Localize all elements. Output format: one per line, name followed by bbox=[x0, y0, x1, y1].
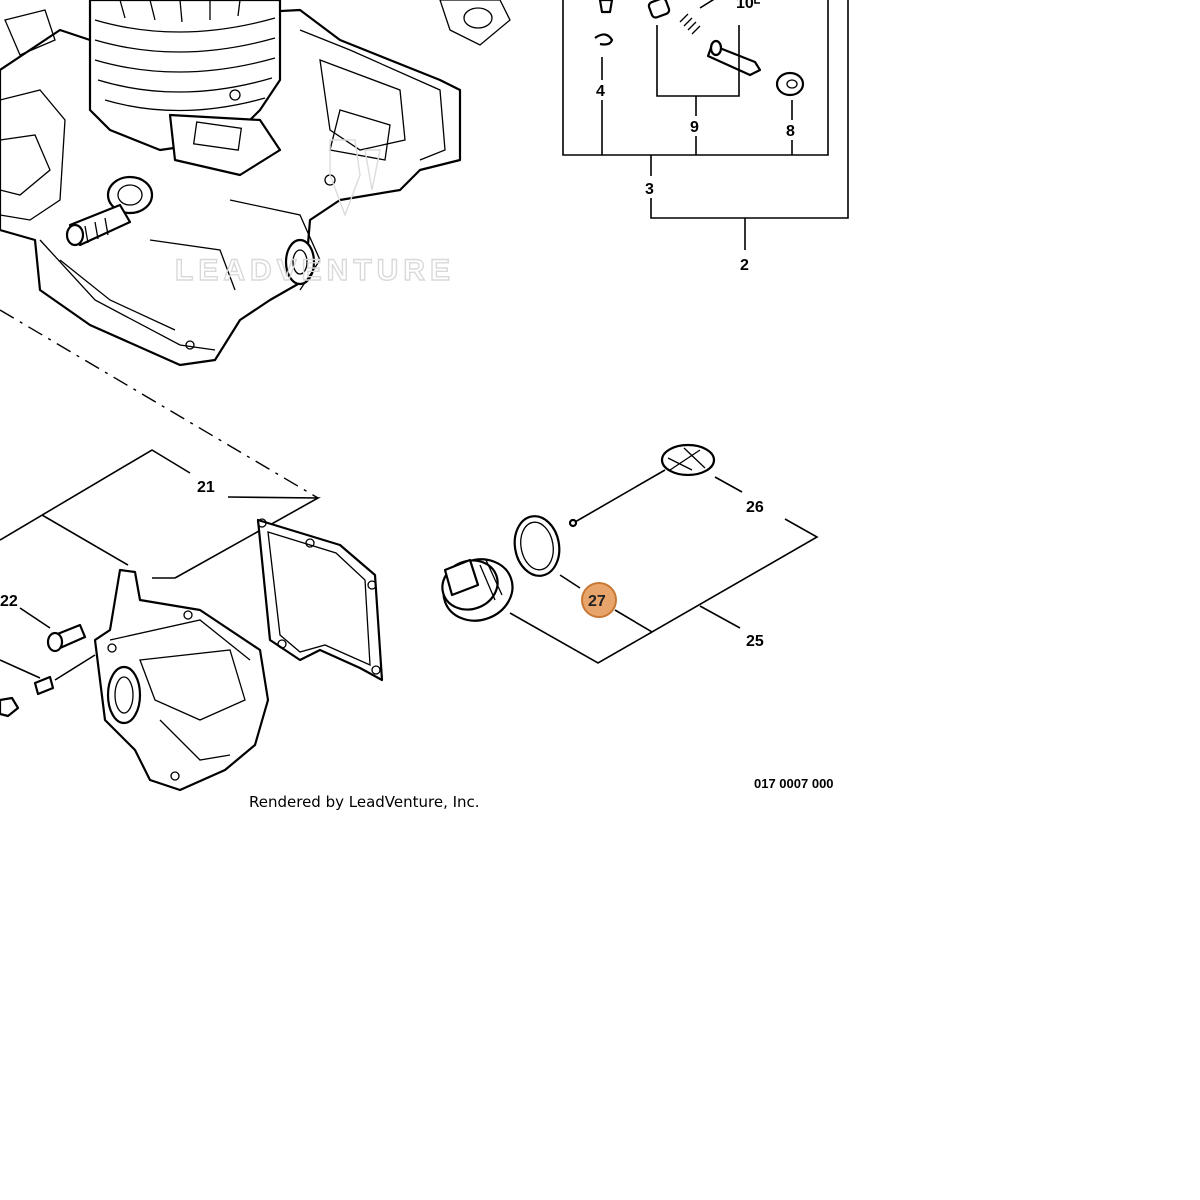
oil-pump-parts-group: 10 4 9 8 3 2 bbox=[562, 0, 849, 274]
diagram-code: 017 0007 000 bbox=[754, 776, 834, 791]
engine-crankcase-drawing bbox=[0, 0, 511, 367]
crankcase-cover-part bbox=[93, 568, 270, 792]
callout-4: 4 bbox=[596, 83, 605, 100]
callout-10: 10 bbox=[736, 0, 754, 12]
callout-25: 25 bbox=[746, 633, 764, 650]
callout-3: 3 bbox=[645, 181, 654, 198]
part-9-bushing-spring bbox=[647, 0, 701, 35]
strainer-part bbox=[568, 443, 716, 528]
callout-8: 8 bbox=[786, 123, 795, 140]
callout-22: 22 bbox=[0, 593, 18, 610]
oil-tank-cap-group: 26 25 27 bbox=[441, 443, 819, 664]
callout-21: 21 bbox=[197, 479, 215, 496]
watermark-logo: LEADVENTURE bbox=[174, 139, 455, 288]
part-4-clip bbox=[594, 0, 614, 46]
part-10-pin bbox=[706, 39, 762, 77]
small-screw-part bbox=[0, 696, 20, 718]
callout-27-highlight[interactable]: 27 bbox=[581, 582, 617, 618]
callout-9: 9 bbox=[690, 119, 699, 136]
part-22-screw: 22 bbox=[0, 593, 87, 653]
oil-cap-part bbox=[441, 558, 514, 622]
crankcase-cover-group: 21 22 bbox=[0, 449, 384, 792]
callout-26: 26 bbox=[746, 499, 764, 516]
assembly-centerline bbox=[0, 309, 319, 499]
part-8-nut bbox=[775, 71, 805, 97]
callout-27[interactable]: 27 bbox=[588, 593, 606, 610]
dowel-pin-part bbox=[0, 654, 96, 696]
gasket-part bbox=[256, 518, 384, 682]
footer-credit: Rendered by LeadVenture, Inc. bbox=[249, 793, 480, 811]
callout-2: 2 bbox=[740, 257, 749, 274]
watermark-text: LEADVENTURE bbox=[175, 254, 455, 287]
